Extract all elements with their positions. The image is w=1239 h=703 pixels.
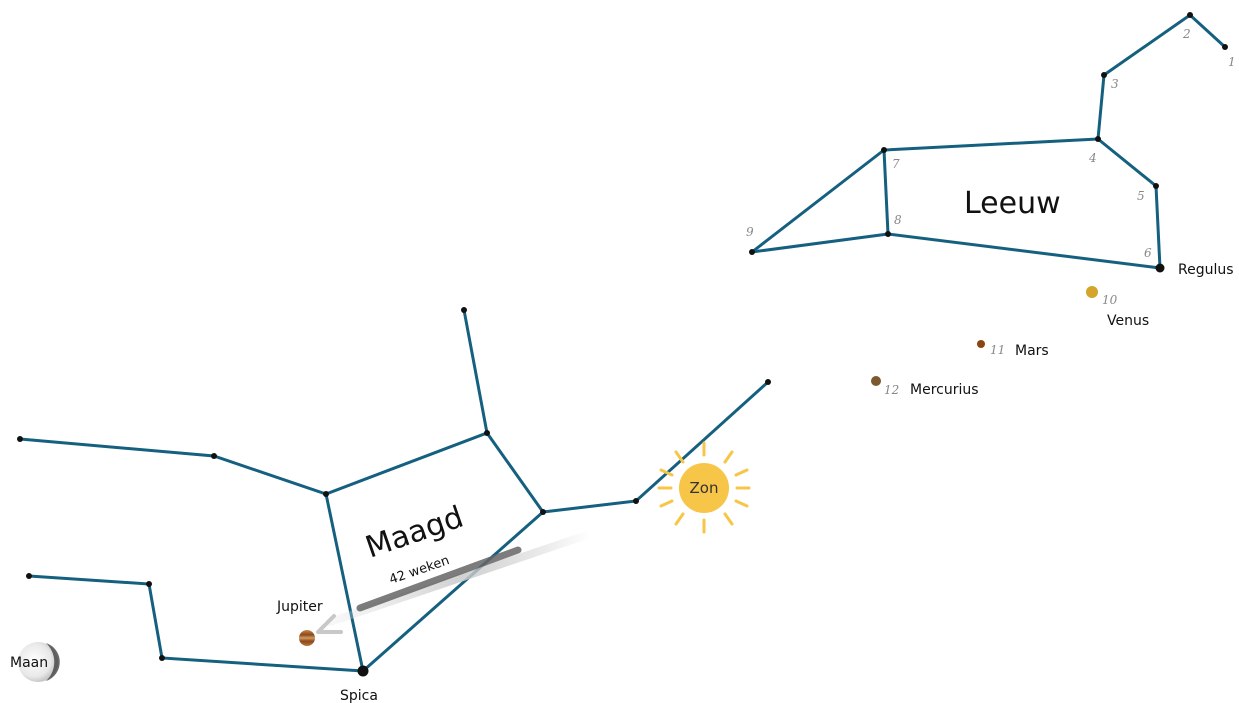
leo-constellation: 1 2 3 4 5 6 7 8 9 Leeuw Regulus [746, 12, 1236, 278]
jupiter-path: 42 weken Jupiter [276, 530, 594, 646]
leo-star-4 [1095, 136, 1101, 142]
virgo-star [211, 453, 217, 459]
leo-line [882, 13, 1227, 270]
virgo-star [633, 498, 639, 504]
number-label: 5 [1137, 189, 1145, 203]
jupiter-trail [326, 530, 594, 626]
number-label: 9 [746, 225, 754, 239]
number-label: 3 [1111, 77, 1119, 91]
virgo-line [18, 431, 546, 674]
regulus-star [1155, 263, 1165, 273]
leo-star-5 [1153, 183, 1159, 189]
number-label: 7 [892, 157, 900, 171]
jupiter-arrow-head [316, 614, 343, 634]
virgo-line [462, 308, 489, 435]
virgo-star [26, 573, 32, 579]
leo-star-1 [1222, 44, 1228, 50]
number-label: 10 [1102, 293, 1118, 307]
spica-label: Spica [340, 688, 378, 703]
virgo-line [541, 380, 770, 514]
mercury-dot [871, 376, 881, 386]
number-label: 8 [894, 213, 902, 227]
leo-star-2 [1187, 12, 1193, 18]
regulus-label: Regulus [1178, 262, 1234, 278]
leo-star-7 [881, 147, 887, 153]
spica-star [357, 665, 369, 677]
virgo-star [146, 581, 152, 587]
moon-label: Maan [10, 655, 48, 671]
virgo-star [765, 379, 771, 385]
venus-dot [1086, 286, 1098, 298]
leo-star-9 [749, 249, 755, 255]
moon-icon: Maan [10, 642, 60, 682]
virgo-star [461, 307, 467, 313]
mercury-label: Mercurius [910, 382, 979, 398]
virgo-star [540, 509, 546, 515]
number-label: 4 [1088, 151, 1097, 165]
mars-dot [977, 340, 985, 348]
venus-label: Venus [1107, 313, 1149, 329]
leo-star-3 [1101, 72, 1107, 78]
leo-label: Leeuw [964, 186, 1061, 221]
virgo-star [323, 491, 329, 497]
sun-label: Zon [690, 479, 719, 497]
number-label: 11 [990, 343, 1005, 357]
planets-group: 10 Venus 11 Mars 12 Mercurius [871, 286, 1149, 398]
mars-label: Mars [1015, 343, 1049, 359]
moon-shadow [46, 643, 60, 681]
virgo-label: Maagd [361, 500, 468, 566]
sun-icon: Zon [657, 441, 751, 534]
jupiter-label: Jupiter [276, 599, 323, 615]
number-label: 6 [1144, 246, 1152, 260]
virgo-star [484, 430, 490, 436]
number-label: 12 [884, 383, 899, 397]
moon-disc [18, 642, 58, 682]
number-label: 1 [1228, 55, 1236, 69]
virgo-star [17, 436, 23, 442]
leo-line [750, 148, 886, 254]
jupiter-motion-bar [356, 546, 522, 612]
sun-disc [679, 463, 729, 513]
virgo-line [27, 574, 365, 673]
leo-star-8 [885, 231, 891, 237]
number-label: 2 [1182, 27, 1191, 41]
virgo-constellation: Maagd Spica [17, 307, 771, 703]
virgo-star [159, 655, 165, 661]
jupiter-dot [299, 630, 315, 646]
leo-line [750, 232, 890, 254]
